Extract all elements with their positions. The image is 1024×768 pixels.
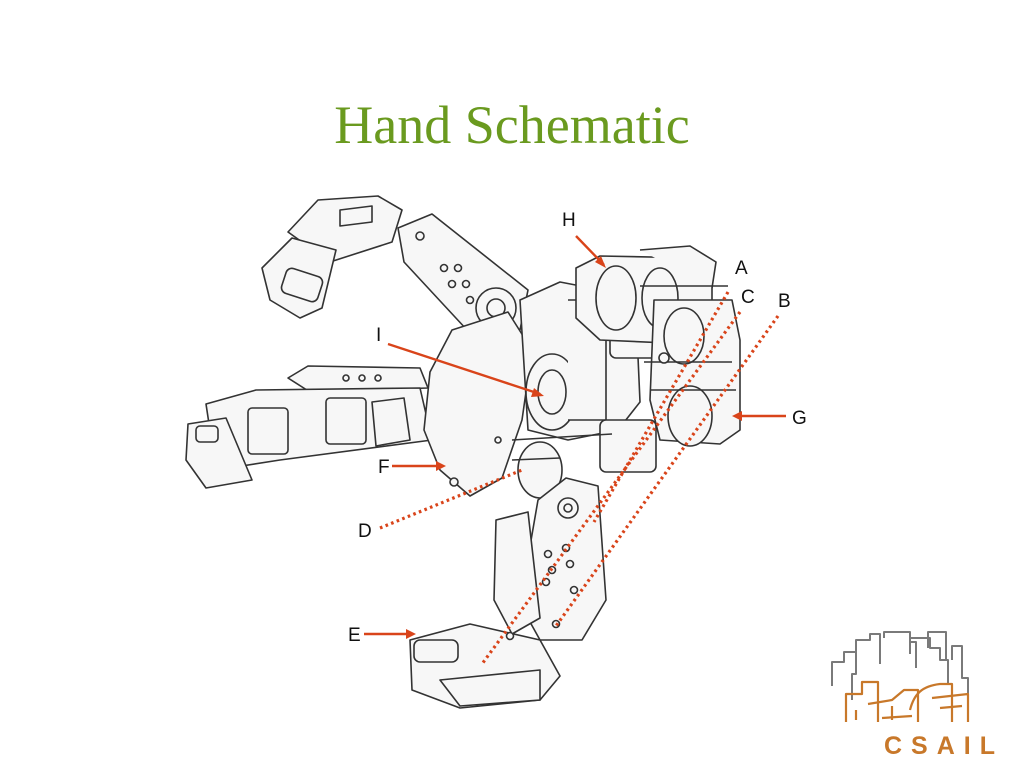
arrow-i-line (387, 342, 541, 396)
csail-logo-skyline (831, 631, 969, 704)
label-a: A (735, 258, 748, 279)
annotations (364, 235, 786, 665)
hand-drawing (185, 195, 741, 709)
label-c: C (741, 287, 755, 308)
arrow-f-head (436, 461, 446, 471)
label-f: F (378, 457, 390, 478)
label-g: G (792, 408, 807, 429)
csail-logo-buildings (844, 680, 970, 722)
label-b: B (778, 291, 791, 312)
label-d: D (358, 521, 372, 542)
arrow-g-head (732, 411, 742, 421)
lower-finger (409, 477, 607, 709)
label-e: E (348, 625, 361, 646)
csail-logo: CSAIL (831, 631, 1002, 760)
middle-finger (185, 365, 433, 489)
label-h: H (562, 210, 576, 231)
rear-gear-stack (575, 245, 741, 447)
label-i: I (376, 325, 382, 346)
arrow-e-head (406, 629, 416, 639)
arrow-i-head (531, 388, 544, 397)
arrow-h-head (595, 256, 606, 268)
csail-logo-text: CSAIL (884, 732, 1002, 760)
motor-body (511, 281, 667, 499)
upper-finger (261, 195, 529, 345)
dotted-line-a (592, 291, 730, 523)
dotted-line-d (379, 468, 523, 530)
slide-title: Hand Schematic (334, 95, 690, 155)
palm-plate (423, 311, 533, 497)
dotted-line-c (480, 311, 742, 665)
